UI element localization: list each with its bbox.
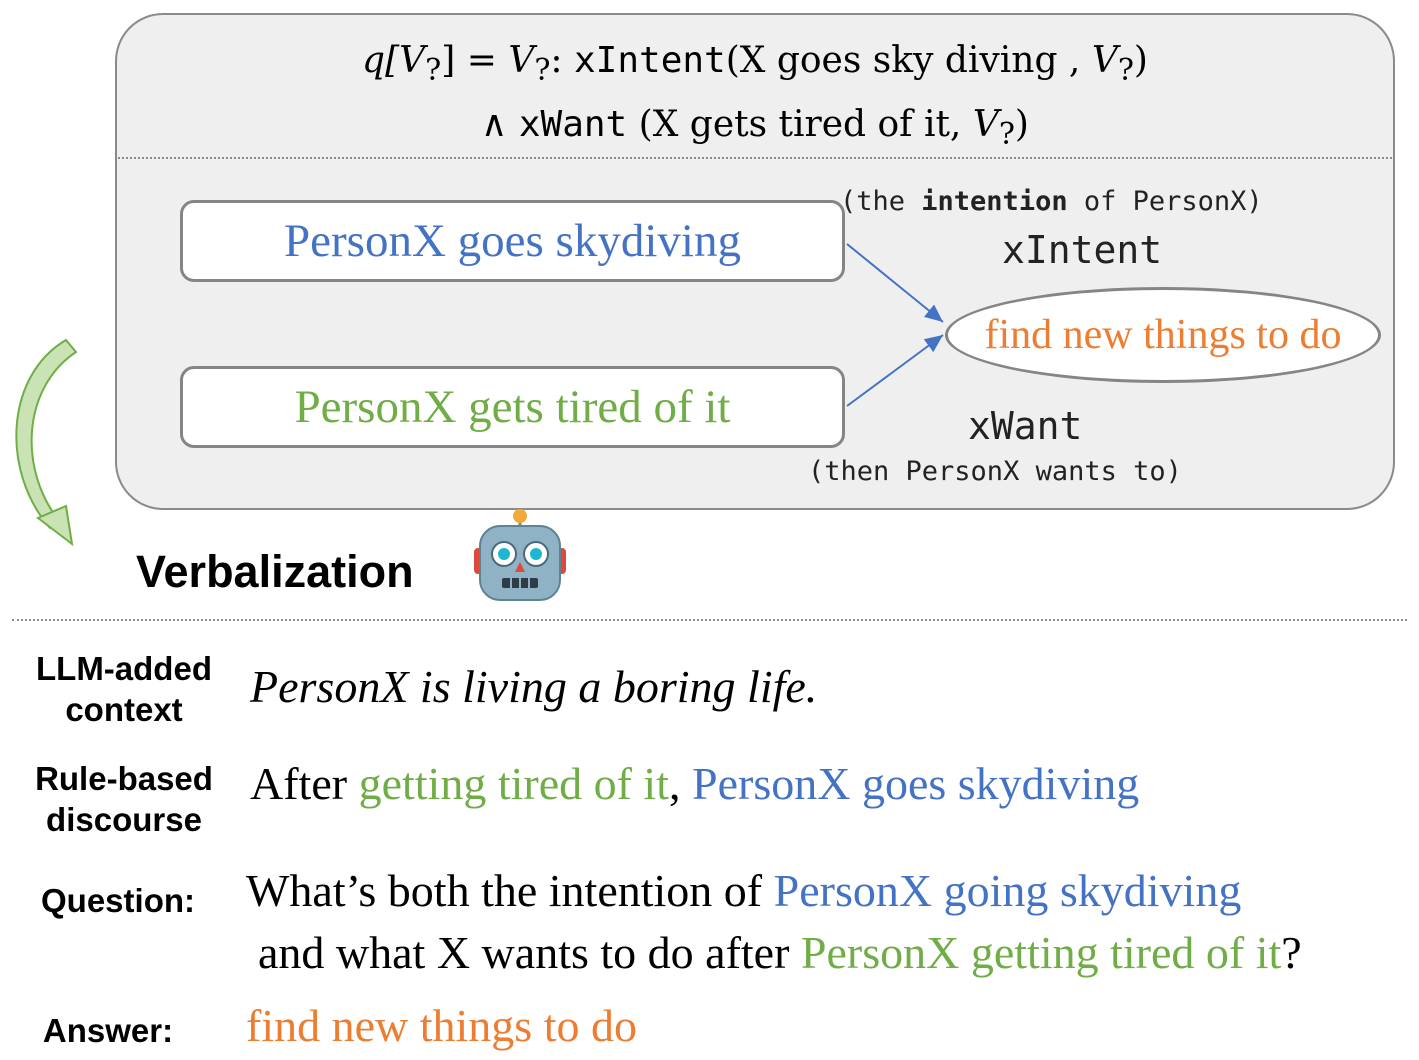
answer-label: Answer: xyxy=(42,1012,174,1049)
discourse-skydiving-span: PersonX goes skydiving xyxy=(692,758,1140,809)
context-label: LLM-added context xyxy=(18,648,230,730)
formula-and: ∧ xyxy=(481,104,519,146)
question-text: What’s both the intention of xyxy=(246,865,774,916)
edge-xintent xyxy=(846,243,944,323)
formula-close: ) xyxy=(1014,104,1029,146)
discourse-text: After getting tired of it, PersonX goes … xyxy=(250,755,1139,813)
formula-variable: V xyxy=(972,104,999,146)
formula-subscript: ? xyxy=(1117,53,1134,89)
formula-query: q[V xyxy=(362,40,426,81)
formula-colon: : xyxy=(550,40,574,81)
question-label: Question: xyxy=(41,882,195,919)
formula-line-1: q[V?] = V?: xIntent(X goes sky diving , … xyxy=(115,34,1395,98)
question-skydiving-span: PersonX going skydiving xyxy=(773,865,1242,916)
formula-relation-xintent: xIntent xyxy=(574,40,726,81)
formula-relation-xwant: xWant xyxy=(518,104,628,146)
question-text: and what X wants to do after xyxy=(258,927,801,978)
question-tired-span: PersonX getting tired of it xyxy=(800,927,1282,978)
label-line: Rule-based xyxy=(35,760,213,797)
panel-divider xyxy=(115,157,1395,159)
question-line-2: and what X wants to do after PersonX get… xyxy=(258,924,1302,982)
xintent-gloss: (the intention of PersonX) xyxy=(840,186,1263,217)
gloss-bold: intention xyxy=(921,186,1068,217)
gloss-text: (the xyxy=(840,186,922,217)
discourse-tired-span: getting tired of it xyxy=(358,758,669,809)
formula-args: (X gets tired of it, xyxy=(627,104,973,146)
context-text: PersonX is living a boring life. xyxy=(250,661,818,712)
curved-arrow-icon xyxy=(15,338,78,547)
question-mark: ? xyxy=(1281,927,1302,978)
verbalization-heading: Verbalization xyxy=(136,546,414,597)
xintent-label: xIntent xyxy=(1002,228,1163,272)
xwant-gloss: (then PersonX wants to) xyxy=(808,456,1182,487)
formula-bracket: ] = xyxy=(441,40,509,81)
target-node: find new things to do xyxy=(945,287,1381,383)
query-formula: q[V?] = V?: xIntent(X goes sky diving , … xyxy=(115,34,1395,162)
robot-icon xyxy=(474,509,566,601)
xwant-label: xWant xyxy=(968,404,1083,448)
section-divider xyxy=(12,619,1407,621)
question-line-1: What’s both the intention of PersonX goi… xyxy=(246,862,1241,920)
formula-subscript: ? xyxy=(998,117,1015,153)
formula-variable: V xyxy=(508,40,535,81)
discourse-label: Rule-based discourse xyxy=(18,758,230,840)
label-line: context xyxy=(65,691,183,728)
answer-text: find new things to do xyxy=(246,1000,637,1051)
label-line: LLM-added xyxy=(36,650,212,687)
discourse-pre: After xyxy=(250,758,359,809)
formula-args: (X goes sky diving , xyxy=(725,40,1092,81)
label-line: discourse xyxy=(46,801,202,838)
discourse-comma: , xyxy=(669,758,692,809)
formula-subscript: ? xyxy=(425,53,442,89)
formula-close: ) xyxy=(1133,40,1148,81)
formula-subscript: ? xyxy=(534,53,551,89)
edge-xwant xyxy=(846,334,944,407)
gloss-text: of PersonX) xyxy=(1067,186,1263,217)
formula-line-2: ∧ xWant (X gets tired of it, V?) xyxy=(115,98,1395,162)
formula-variable: V xyxy=(1091,40,1118,81)
node-tired: PersonX gets tired of it xyxy=(180,366,845,448)
node-skydiving: PersonX goes skydiving xyxy=(180,200,845,282)
